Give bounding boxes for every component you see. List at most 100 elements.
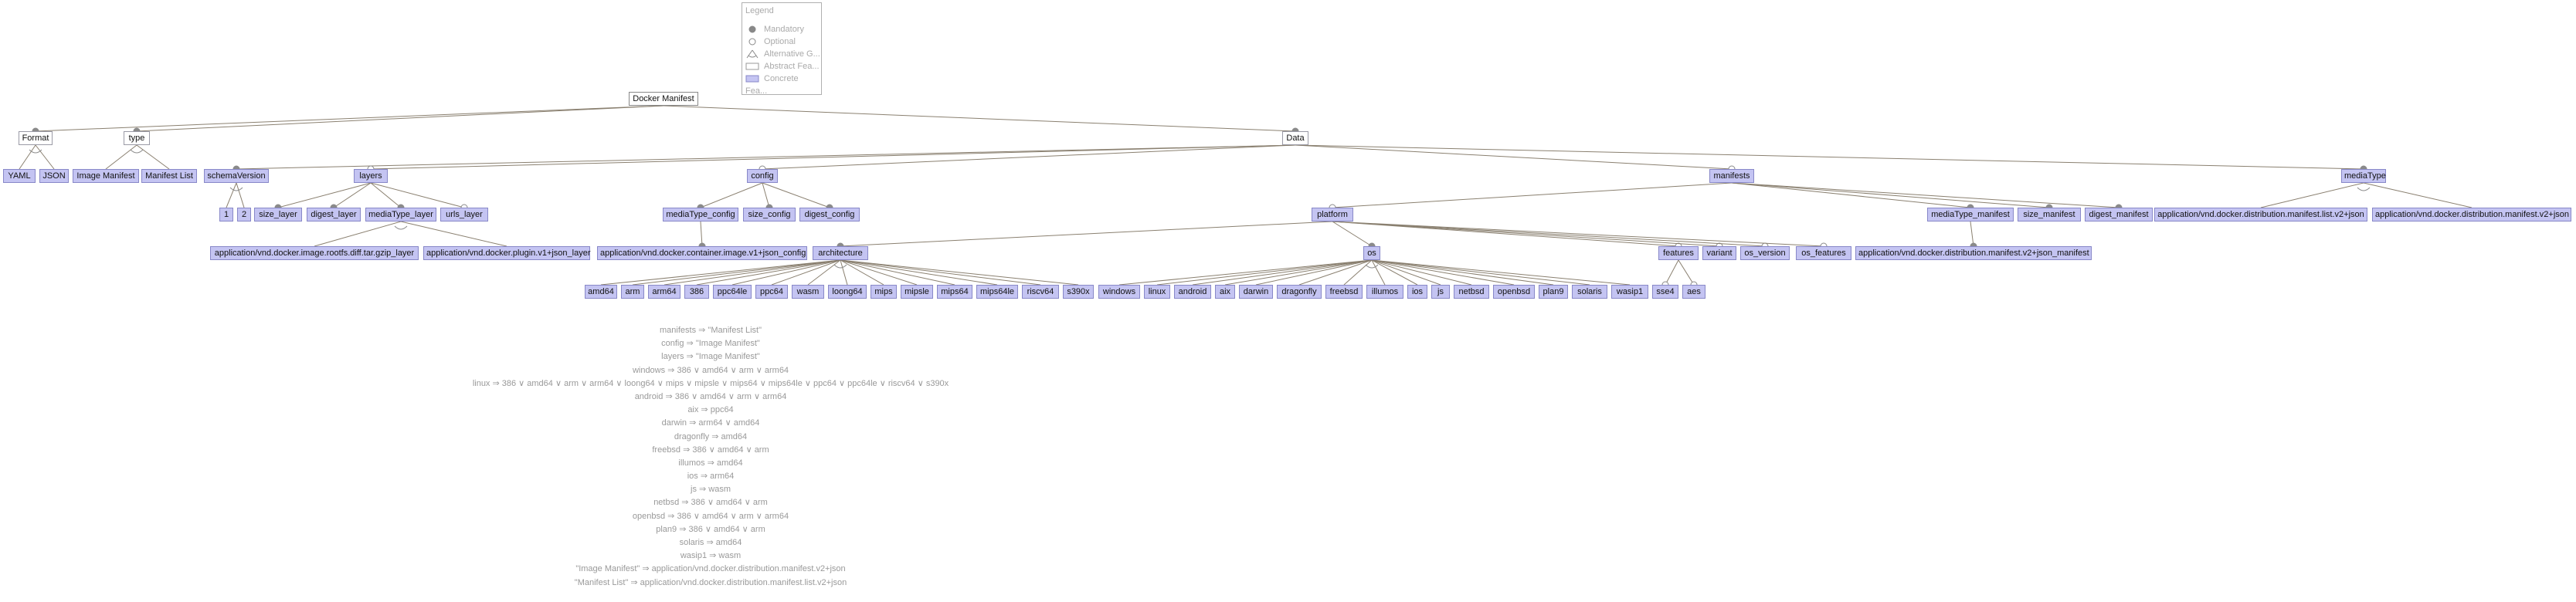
- feature-docker-manifest[interactable]: Docker Manifest: [629, 92, 698, 106]
- feature-type[interactable]: type: [124, 131, 150, 145]
- feature-architecture[interactable]: architecture: [813, 246, 868, 260]
- feature-arch-mipsle[interactable]: mipsle: [901, 285, 933, 299]
- feature-media-type-list[interactable]: application/vnd.docker.distribution.mani…: [2154, 208, 2367, 222]
- feature-features[interactable]: features: [1658, 246, 1699, 260]
- alternative-group-arc: [130, 149, 144, 154]
- feature-arch-amd64[interactable]: amd64: [585, 285, 617, 299]
- tree-edge: [840, 259, 848, 286]
- feature-data[interactable]: Data: [1282, 131, 1308, 145]
- tree-edge: [1665, 259, 1679, 286]
- feature-image-manifest[interactable]: Image Manifest: [73, 169, 139, 183]
- feature-os-aix[interactable]: aix: [1215, 285, 1235, 299]
- feature-os-js[interactable]: js: [1431, 285, 1450, 299]
- constraint-line: ios ⇒ arm64: [687, 472, 735, 482]
- tree-edge: [1295, 144, 2364, 170]
- feature-size-manifest[interactable]: size_manifest: [2018, 208, 2081, 222]
- tree-edge: [2260, 182, 2364, 208]
- feature-schema-2[interactable]: 2: [237, 208, 251, 222]
- feature-json[interactable]: JSON: [39, 169, 69, 183]
- feature-digest-layer[interactable]: digest_layer: [307, 208, 361, 222]
- feature-os-dragonfly[interactable]: dragonfly: [1277, 285, 1322, 299]
- feature-manifests[interactable]: manifests: [1709, 169, 1754, 183]
- feature-config-container[interactable]: application/vnd.docker.container.image.v…: [597, 246, 807, 260]
- tree-edge: [1118, 259, 1373, 286]
- tree-edge: [840, 259, 1041, 286]
- constraint-line: solaris ⇒ amd64: [679, 538, 742, 547]
- feature-arch-mips64[interactable]: mips64: [937, 285, 972, 299]
- feature-arch-mips64le[interactable]: mips64le: [976, 285, 1018, 299]
- feature-media-type-manifest[interactable]: mediaType_manifest: [1927, 208, 2014, 222]
- feature-variant[interactable]: variant: [1702, 246, 1736, 260]
- feature-arch-ppc64le[interactable]: ppc64le: [713, 285, 752, 299]
- feature-aes[interactable]: aes: [1682, 285, 1705, 299]
- alternative-group-arc: [833, 264, 847, 269]
- feature-manifest-list[interactable]: Manifest List: [141, 169, 197, 183]
- feature-digest-config[interactable]: digest_config: [799, 208, 860, 222]
- constraint-line: "Image Manifest" ⇒ application/vnd.docke…: [575, 564, 846, 574]
- constraint-line: linux ⇒ 386 ∨ amd64 ∨ arm ∨ arm64 ∨ loon…: [472, 378, 949, 388]
- feature-os-ios[interactable]: ios: [1407, 285, 1427, 299]
- feature-yaml[interactable]: YAML: [3, 169, 36, 183]
- feature-os-version[interactable]: os_version: [1740, 246, 1790, 260]
- tree-edge: [1332, 221, 1824, 247]
- feature-os-plan9[interactable]: plan9: [1539, 285, 1568, 299]
- feature-os-solaris[interactable]: solaris: [1572, 285, 1607, 299]
- tree-edge: [136, 144, 170, 170]
- feature-os-android[interactable]: android: [1174, 285, 1211, 299]
- feature-os-netbsd[interactable]: netbsd: [1454, 285, 1489, 299]
- tree-edge: [600, 259, 841, 286]
- feature-os-illumos[interactable]: illumos: [1366, 285, 1403, 299]
- legend-label: Optional: [764, 37, 796, 46]
- feature-arch-arm[interactable]: arm: [621, 285, 644, 299]
- feature-size-layer[interactable]: size_layer: [254, 208, 302, 222]
- constraint-line: config ⇒ "Image Manifest": [661, 339, 760, 349]
- constraint-line: aix ⇒ ppc64: [687, 405, 734, 415]
- tree-edge: [1332, 221, 1373, 247]
- feature-arch-386[interactable]: 386: [684, 285, 709, 299]
- mandatory-icon: [745, 25, 759, 34]
- feature-arch-riscv64[interactable]: riscv64: [1022, 285, 1059, 299]
- feature-os-wasip1[interactable]: wasip1: [1611, 285, 1648, 299]
- feature-os-freebsd[interactable]: freebsd: [1325, 285, 1363, 299]
- feature-os-openbsd[interactable]: openbsd: [1493, 285, 1535, 299]
- feature-media-type[interactable]: mediaType: [2341, 169, 2386, 183]
- feature-os-features[interactable]: os_features: [1796, 246, 1851, 260]
- feature-manifest-v2[interactable]: application/vnd.docker.distribution.mani…: [1855, 246, 2092, 260]
- tree-edge: [370, 182, 402, 208]
- tree-edge: [1224, 259, 1373, 286]
- legend-item-alternative: Alternative G...: [745, 48, 820, 60]
- feature-media-type-layer[interactable]: mediaType_layer: [365, 208, 436, 222]
- feature-format[interactable]: Format: [19, 131, 53, 145]
- feature-layers[interactable]: layers: [354, 169, 388, 183]
- tree-edge: [700, 182, 763, 208]
- feature-arch-s390x[interactable]: s390x: [1063, 285, 1094, 299]
- feature-arch-mips[interactable]: mips: [871, 285, 897, 299]
- feature-arch-wasm[interactable]: wasm: [792, 285, 824, 299]
- feature-layer-plugin[interactable]: application/vnd.docker.plugin.v1+json_la…: [423, 246, 591, 260]
- tree-edge: [840, 259, 1079, 286]
- constraint-line: netbsd ⇒ 386 ∨ amd64 ∨ arm: [653, 498, 768, 508]
- feature-os-darwin[interactable]: darwin: [1239, 285, 1273, 299]
- feature-media-type-v2[interactable]: application/vnd.docker.distribution.mani…: [2372, 208, 2571, 222]
- feature-digest-manifest[interactable]: digest_manifest: [2085, 208, 2153, 222]
- legend-item-optional: Optional: [745, 36, 796, 48]
- feature-arch-loong64[interactable]: loong64: [828, 285, 867, 299]
- feature-platform[interactable]: platform: [1312, 208, 1353, 222]
- feature-size-config[interactable]: size_config: [743, 208, 796, 222]
- tree-edge: [632, 259, 841, 286]
- feature-config[interactable]: config: [747, 169, 778, 183]
- constraint-line: openbsd ⇒ 386 ∨ amd64 ∨ arm ∨ arm64: [632, 511, 789, 521]
- feature-arch-arm64[interactable]: arm64: [648, 285, 680, 299]
- feature-urls-layer[interactable]: urls_layer: [440, 208, 488, 222]
- constraint-line: illumos ⇒ amd64: [678, 458, 743, 468]
- feature-schema-version[interactable]: schemaVersion: [204, 169, 269, 183]
- feature-schema-1[interactable]: 1: [219, 208, 233, 222]
- feature-media-type-config[interactable]: mediaType_config: [663, 208, 738, 222]
- feature-layer-rootfs[interactable]: application/vnd.docker.image.rootfs.diff…: [210, 246, 419, 260]
- feature-os[interactable]: os: [1363, 246, 1380, 260]
- feature-arch-ppc64[interactable]: ppc64: [755, 285, 788, 299]
- feature-sse4[interactable]: sse4: [1652, 285, 1678, 299]
- feature-os-windows[interactable]: windows: [1098, 285, 1140, 299]
- tree-edge: [1731, 182, 1971, 208]
- feature-os-linux[interactable]: linux: [1144, 285, 1170, 299]
